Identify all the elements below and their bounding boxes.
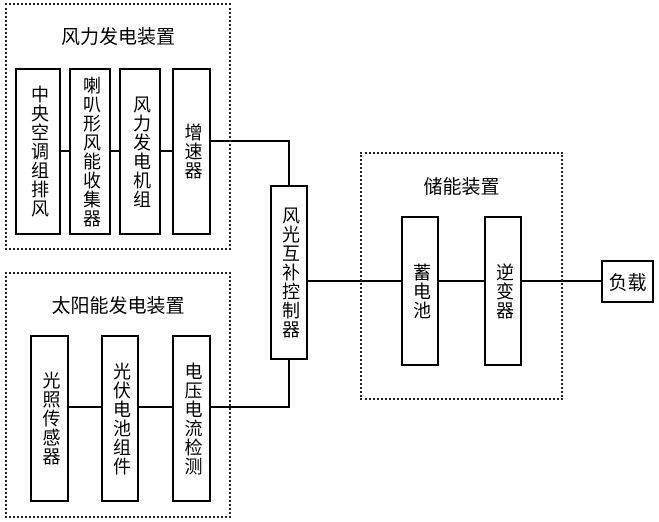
inverter-block: 逆变器 [484, 216, 522, 366]
storage-group-title: 储能装置 [423, 176, 500, 198]
speed-up-gear-block: 增速器 [172, 68, 211, 235]
wire-gear-controller [211, 140, 290, 185]
ac-exhaust-block: 中央空调组排风 [15, 68, 61, 235]
wind-generator-label: 风力发电机组 [130, 94, 151, 209]
light-sensor-block: 光照传感器 [30, 335, 69, 502]
wind-power-group [5, 3, 231, 250]
wind-generator-block: 风力发电机组 [119, 68, 161, 235]
inverter-label: 逆变器 [493, 262, 514, 320]
pv-module-block: 光伏电池组件 [101, 335, 139, 502]
battery-label: 蓄电池 [410, 262, 431, 320]
hybrid-controller-label: 风光互补控制器 [279, 206, 300, 339]
ac-exhaust-label: 中央空调组排风 [28, 85, 49, 218]
battery-block: 蓄电池 [401, 216, 439, 366]
horn-collector-label: 喇叭形风能收集器 [80, 75, 101, 228]
load-block: 负载 [601, 260, 654, 303]
pv-module-label: 光伏电池组件 [110, 361, 131, 476]
solar-power-group-title: 太阳能发电装置 [51, 295, 185, 317]
voltage-current-detect-block: 电压电流检测 [172, 335, 211, 502]
solar-power-group [5, 272, 231, 518]
wind-power-group-title: 风力发电装置 [60, 26, 175, 48]
load-label: 负载 [608, 272, 647, 294]
voltage-current-detect-label: 电压电流检测 [181, 361, 203, 476]
storage-group [360, 152, 563, 400]
horn-collector-block: 喇叭形风能收集器 [69, 68, 111, 235]
wire-detect-controller [211, 360, 290, 408]
light-sensor-label: 光照传感器 [39, 371, 61, 466]
hybrid-controller-block: 风光互补控制器 [270, 185, 308, 360]
speed-up-gear-label: 增速器 [181, 123, 203, 180]
